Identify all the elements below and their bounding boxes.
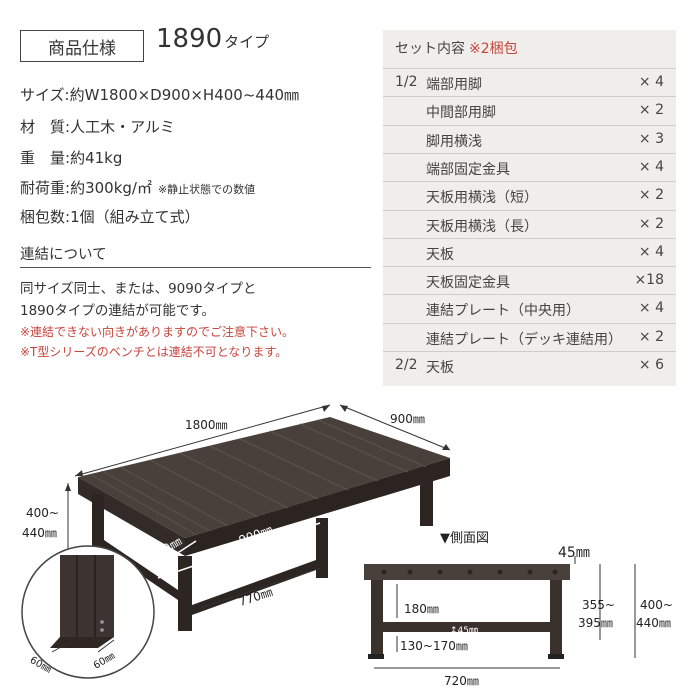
connection-text-line: 1890タイプの連結が可能です。 [20, 303, 216, 319]
spec-note: ※静止状態での数値 [157, 183, 256, 196]
set-item-name: 連結プレート（中央用） [426, 303, 580, 320]
height-label-line1: 400~ [26, 506, 59, 520]
set-item-name: 天板固定金具 [426, 275, 510, 292]
dimension-arrows [65, 405, 450, 580]
set-item-row: 1/2 端部用脚 × 4 [383, 68, 676, 96]
set-item-quantity: × 4 [638, 158, 664, 175]
set-item-row: 天板固定金具 ×18 [383, 266, 676, 294]
inner-height-line1: 355~ [582, 598, 615, 612]
set-item-name: 連結プレート（デッキ連結用） [426, 331, 622, 348]
inner-height-line2: 395㎜ [578, 616, 613, 630]
set-item-row: 天板 × 4 [383, 237, 676, 266]
side-view-title: ▼側面図 [440, 531, 489, 546]
connection-warning: ※T型シリーズのベンチとは連結不可となります。 [20, 345, 288, 359]
set-item-name: 端部用脚 [426, 77, 482, 93]
set-contents-title: セット内容 [395, 41, 465, 57]
set-item-row: 中間部用脚 × 2 [383, 96, 676, 124]
connection-warning: ※連結できない向きがありますのでご注意下さい。 [20, 325, 295, 339]
section-title: 商品仕様 [48, 38, 116, 59]
length-label: 1800㎜ [185, 418, 228, 432]
set-item-name: 天板用横浅（短） [426, 190, 538, 207]
width-label: 900㎜ [390, 412, 425, 426]
set-contents-header: セット内容※2梱包 [395, 38, 518, 58]
set-item-quantity: × 6 [638, 357, 664, 373]
set-item-name: 天板 [426, 360, 454, 376]
spec-label: 梱包数: [20, 208, 71, 226]
leg-span-line [199, 567, 321, 609]
set-item-name: 天板 [426, 246, 454, 263]
connection-divider [20, 267, 371, 268]
spec-value: 約41kg [70, 149, 123, 167]
spec-label: 材 質: [20, 118, 71, 136]
set-item-quantity: ×18 [634, 272, 664, 289]
side-width-label: 720㎜ [444, 674, 479, 688]
model-suffix: タイプ [224, 33, 270, 51]
height-label-line2: 440㎜ [22, 526, 57, 540]
model-number: 1890 [156, 24, 223, 54]
spec-value: 約300kg/㎡ [70, 179, 152, 197]
set-contents-panel: セット内容※2梱包 1/2 端部用脚 × 4 中間部用脚 × 2 脚用横浅 × 3 端部固定金… [383, 30, 676, 386]
inner-dimension-arrows [149, 522, 321, 579]
section-title-box: 商品仕様 [20, 30, 144, 62]
set-item-quantity: × 2 [638, 187, 664, 204]
set-item-name: 脚用横浅 [426, 133, 482, 150]
set-item-row: 2/2 天板 × 6 [383, 351, 676, 379]
top-thickness-label: 45㎜ [558, 545, 590, 561]
set-item-name: 中間部用脚 [426, 105, 496, 122]
total-height-line2: 440㎜ [636, 616, 671, 630]
spec-row-size: サイズ:約W1800×D900×H400~440㎜ [20, 84, 299, 105]
set-item-row: 連結プレート（デッキ連結用） × 2 [383, 322, 676, 351]
set-item-row: 脚用横浅 × 3 [383, 124, 676, 153]
side-view [364, 556, 636, 669]
lower-gap-label: 130~170㎜ [400, 639, 468, 653]
set-item-quantity: × 2 [638, 215, 664, 232]
deck-diagram [21, 404, 636, 679]
set-item-name: 端部固定金具 [426, 161, 510, 178]
deck-top [78, 417, 450, 556]
spec-row-load: 耐荷重:約300kg/㎡ ※静止状態での数値 [20, 177, 255, 198]
set-item-row: 天板用横浅（短） × 2 [383, 181, 676, 209]
set-item-quantity: × 4 [638, 243, 664, 260]
set-item-quantity: × 2 [638, 102, 664, 119]
leg-detail [21, 545, 155, 679]
spec-value: 約W1800×D900×H400~440㎜ [69, 86, 300, 104]
set-item-row: 端部固定金具 × 4 [383, 152, 676, 181]
set-item-quantity: × 4 [638, 74, 664, 90]
set-item-quantity: × 3 [638, 130, 664, 147]
spec-label: 重 量: [20, 149, 71, 167]
total-height-line1: 400~ [640, 598, 673, 612]
spec-label: サイズ: [20, 86, 70, 104]
set-item-name: 天板用横浅（長） [426, 218, 538, 235]
set-item-row: 天板用横浅（長） × 2 [383, 209, 676, 238]
spec-row-packages: 梱包数:1個（組み立て式） [20, 206, 200, 227]
spec-row-material: 材 質:人工木・アルミ [20, 116, 175, 137]
set-item-package: 2/2 [395, 357, 418, 373]
deck-legs [92, 476, 433, 631]
set-item-row: 連結プレート（中央用） × 4 [383, 294, 676, 322]
spec-label: 耐荷重: [20, 179, 71, 197]
beam-label: ↕45㎜ [450, 626, 478, 636]
spec-row-weight: 重 量:約41kg [20, 147, 122, 168]
upper-gap-label: 180㎜ [404, 602, 439, 616]
set-item-package: 1/2 [395, 74, 418, 90]
connection-title: 連結について [20, 247, 107, 263]
connection-text-line: 同サイズ同士、または、9090タイプと [20, 281, 257, 297]
set-item-quantity: × 2 [638, 328, 664, 345]
package-count: ※2梱包 [469, 41, 518, 57]
set-item-quantity: × 4 [638, 300, 664, 317]
spec-value: 1個（組み立て式） [70, 208, 200, 226]
spec-value: 人工木・アルミ [70, 118, 175, 136]
